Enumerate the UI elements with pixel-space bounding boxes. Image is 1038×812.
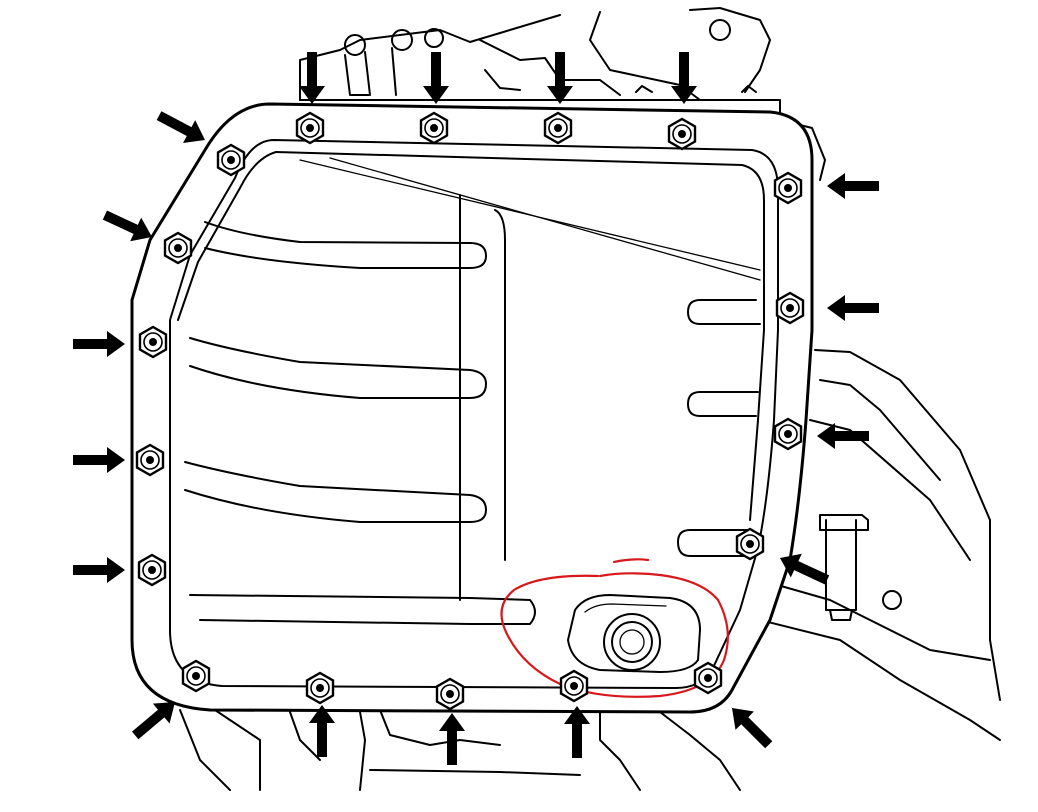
arrow-8 (73, 447, 125, 473)
arrow-4 (671, 52, 697, 104)
arrow-14 (132, 702, 175, 740)
arrow-2 (423, 52, 449, 104)
bolt-3 (543, 111, 573, 145)
arrow-6 (102, 210, 152, 242)
highlight-tick (612, 558, 650, 564)
bolt-14 (181, 659, 211, 693)
arrow-17 (564, 706, 590, 758)
arrow-18 (732, 708, 773, 749)
arrow-9 (73, 557, 125, 583)
arrow-15 (309, 705, 335, 757)
arrow-3 (547, 52, 573, 104)
drain-plug-highlight (500, 558, 729, 698)
bolt-8 (775, 291, 805, 325)
drain-plug (567, 594, 701, 673)
bolt-6 (773, 171, 803, 205)
arrow-11 (827, 295, 879, 321)
bolt-group (135, 111, 805, 711)
bolt-15 (305, 671, 335, 705)
drain-plug-center (619, 629, 645, 655)
bolt-9 (138, 325, 168, 359)
arrow-16 (439, 713, 465, 765)
bolt-10 (773, 417, 803, 451)
bolt-4 (667, 117, 697, 151)
bolt-18 (693, 661, 723, 695)
drain-plug-boss (567, 594, 701, 673)
arrow-5 (156, 111, 205, 143)
bolt-12 (735, 527, 765, 561)
bolt-17 (559, 669, 589, 703)
arrow-13 (780, 553, 830, 585)
bolt-13 (137, 553, 167, 587)
arrow-10 (827, 173, 879, 199)
drain-plug-outer-ring (603, 613, 661, 671)
bolt-2 (419, 111, 449, 145)
arrow-12 (817, 423, 869, 449)
bolt-1 (295, 111, 325, 145)
bolt-7 (163, 231, 193, 265)
bolt-11 (135, 443, 165, 477)
arrow-1 (299, 52, 325, 104)
arrow-group (73, 52, 879, 765)
arrow-7 (73, 331, 125, 357)
pan-ribs (184, 157, 761, 625)
highlight-circle (500, 572, 729, 698)
bolt-16 (435, 677, 465, 711)
drain-plug-head (611, 621, 653, 663)
bolt-5 (216, 143, 246, 177)
engine-block-outline (179, 7, 1001, 791)
